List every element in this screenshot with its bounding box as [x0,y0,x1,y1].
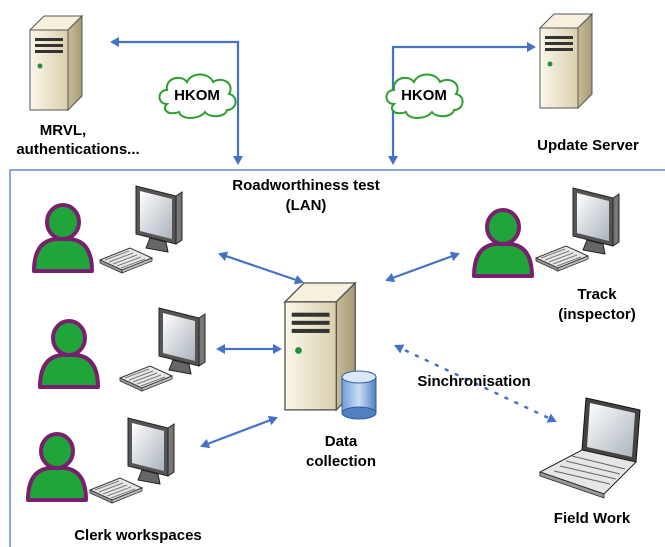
clerk-workstation-2 [38,307,206,392]
lan-label-line2: (LAN) [286,197,327,214]
arrow-clerk-1 [218,251,304,285]
lan-label-line1: Roadworthiness test [232,177,380,194]
track-label-line1: Track [577,286,617,303]
track-label-line2: (inspector) [558,306,636,323]
field-work-label: Field Work [554,510,631,527]
laptop-icon [538,397,641,499]
monitor-icon [135,185,183,253]
person-icon [38,319,100,389]
hkom-cloud-right: HKOM [385,73,464,119]
inspector-workstation [472,187,620,278]
data-collection-server [284,282,377,420]
arrow-clerk-3 [200,415,278,449]
update-server-icon [539,13,593,109]
monitor-icon [158,307,206,375]
clerk-workstation-3 [26,417,175,504]
mrvl-server-icon [29,15,83,111]
mrvl-link [110,37,243,165]
sync-arrow [394,344,557,423]
monitor-icon [572,187,620,255]
keyboard-icon [535,245,589,272]
arrow-inspector [385,251,460,283]
data-label-line2: collection [306,453,376,470]
keyboard-icon [119,365,173,392]
person-icon [26,432,88,502]
cloud-label: HKOM [174,87,220,104]
hkom-cloud-left: HKOM [158,73,237,119]
database-icon [341,370,377,420]
monitor-icon [127,417,175,485]
update-link [388,42,536,165]
data-label-line1: Data [325,433,358,450]
mrvl-label-line1: MRVL, [40,122,86,139]
person-icon [472,208,534,278]
lan-boundary [9,169,665,547]
sync-label: Sinchronisation [417,373,530,390]
keyboard-icon [89,477,143,504]
cloud-label: HKOM [401,87,447,104]
keyboard-icon [99,247,153,274]
update-server-label: Update Server [537,137,639,154]
clerk-workstation-1 [32,185,183,274]
clerk-label: Clerk workspaces [74,527,202,544]
person-icon [32,203,94,273]
mrvl-label-line2: authentications... [16,141,139,158]
